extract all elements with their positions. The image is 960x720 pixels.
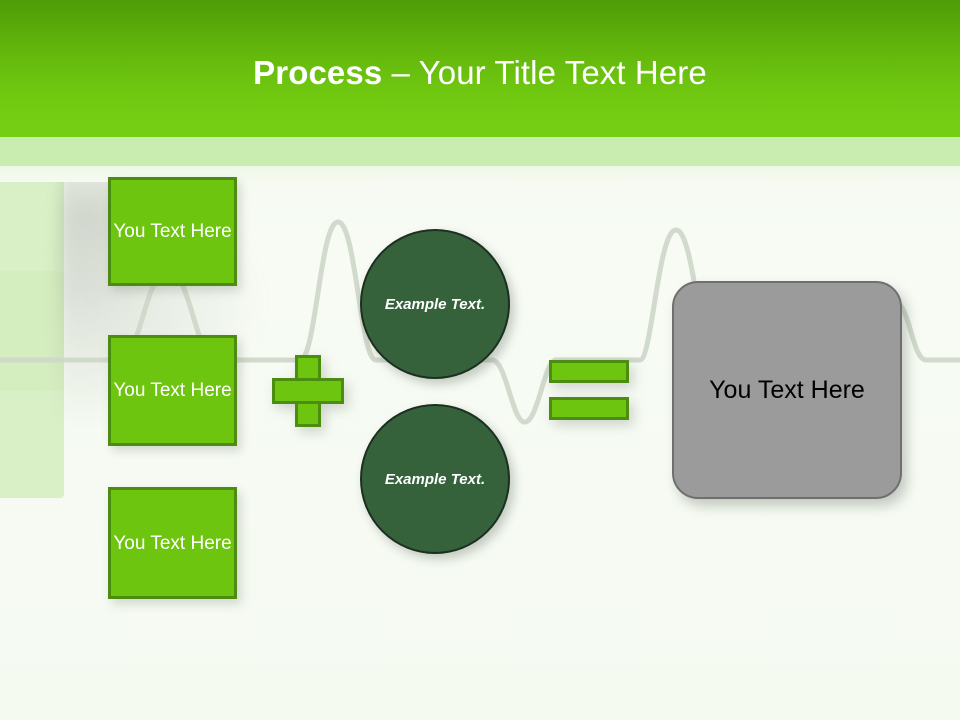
- equals-top-bar: [549, 360, 629, 383]
- slide-header-fade: [0, 166, 960, 182]
- page-title: Process – Your Title Text Here: [0, 52, 960, 94]
- example-circle-2[interactable]: Example Text.: [360, 404, 510, 554]
- equals-icon: [549, 360, 629, 420]
- plus-center-fill: [298, 381, 318, 401]
- page-title-rest: – Your Title Text Here: [382, 54, 707, 91]
- example-circle-2-label: Example Text.: [384, 470, 486, 488]
- cross-watermark-icon: [0, 168, 202, 498]
- input-box-1[interactable]: You Text Here: [108, 177, 237, 286]
- result-box[interactable]: You Text Here: [672, 281, 902, 499]
- slide-header-subband: [0, 137, 960, 166]
- page-title-bold: Process: [253, 54, 383, 91]
- slide-header-band: [0, 0, 960, 137]
- input-box-2-label: You Text Here: [113, 380, 232, 401]
- watermark-horizontal-bar: [0, 271, 64, 391]
- result-box-label: You Text Here: [709, 376, 865, 404]
- equals-bottom-bar: [549, 397, 629, 420]
- input-box-3[interactable]: You Text Here: [108, 487, 237, 599]
- input-box-1-label: You Text Here: [113, 221, 232, 242]
- example-circle-1-label: Example Text.: [384, 295, 486, 313]
- plus-icon: [272, 355, 344, 427]
- input-box-3-label: You Text Here: [113, 532, 232, 554]
- input-box-2[interactable]: You Text Here: [108, 335, 237, 446]
- example-circle-1[interactable]: Example Text.: [360, 229, 510, 379]
